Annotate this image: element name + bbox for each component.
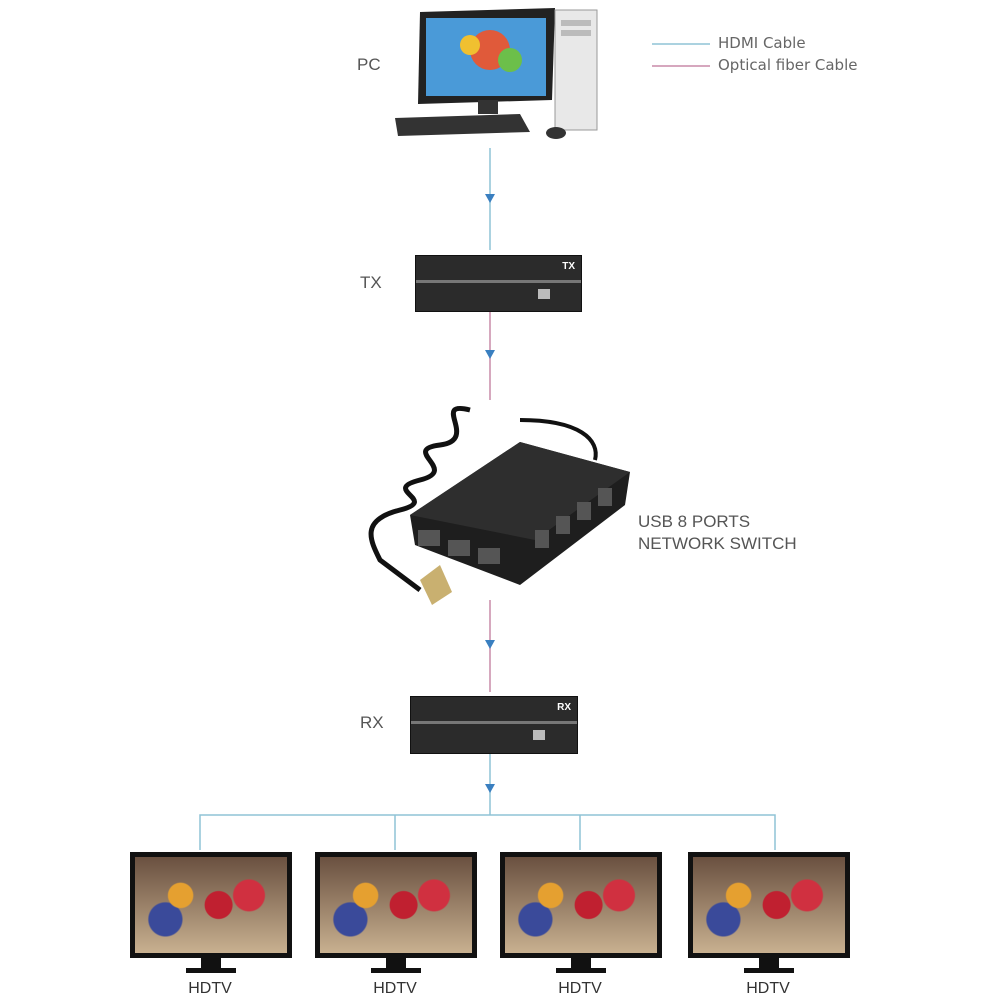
ethernet-port-icon bbox=[533, 730, 545, 740]
hdtv-screen-icon bbox=[315, 852, 477, 958]
hdtv-label: HDTV bbox=[746, 980, 790, 997]
pc-label: PC bbox=[357, 55, 381, 74]
hdtv-label: HDTV bbox=[373, 980, 417, 997]
switch-label-line2: NETWORK SWITCH bbox=[638, 534, 797, 553]
arrow-icon bbox=[485, 350, 495, 359]
rx-device-badge: RX bbox=[557, 702, 571, 713]
tx-device: TX bbox=[415, 255, 582, 312]
hdtv-screen-icon bbox=[688, 852, 850, 958]
hdtv: HDTV bbox=[130, 852, 292, 1002]
hdtv: HDTV bbox=[315, 852, 477, 1002]
pc-icon bbox=[395, 8, 598, 139]
ethernet-port-icon bbox=[538, 289, 550, 299]
legend-hdmi-label: HDMI Cable bbox=[718, 34, 806, 52]
hdtv-screen-icon bbox=[130, 852, 292, 958]
network-switch-icon bbox=[368, 406, 630, 605]
arrow-icon bbox=[485, 640, 495, 649]
switch-label: USB 8 PORTS NETWORK SWITCH bbox=[638, 511, 797, 555]
tx-device-badge: TX bbox=[562, 261, 575, 272]
arrow-icon bbox=[485, 784, 495, 793]
arrow-icon bbox=[485, 194, 495, 203]
hdmi-split-line bbox=[199, 814, 776, 850]
hdtv-screen-icon bbox=[500, 852, 662, 958]
hdtv-label: HDTV bbox=[558, 980, 602, 997]
rx-device: RX bbox=[410, 696, 578, 754]
legend-fiber-label: Optical fiber Cable bbox=[718, 56, 858, 74]
hdtv: HDTV bbox=[688, 852, 850, 1002]
hdtv: HDTV bbox=[500, 852, 662, 1002]
switch-label-line1: USB 8 PORTS bbox=[638, 512, 751, 531]
rx-label: RX bbox=[360, 713, 384, 732]
tx-label: TX bbox=[360, 273, 382, 292]
hdtv-label: HDTV bbox=[188, 980, 232, 997]
